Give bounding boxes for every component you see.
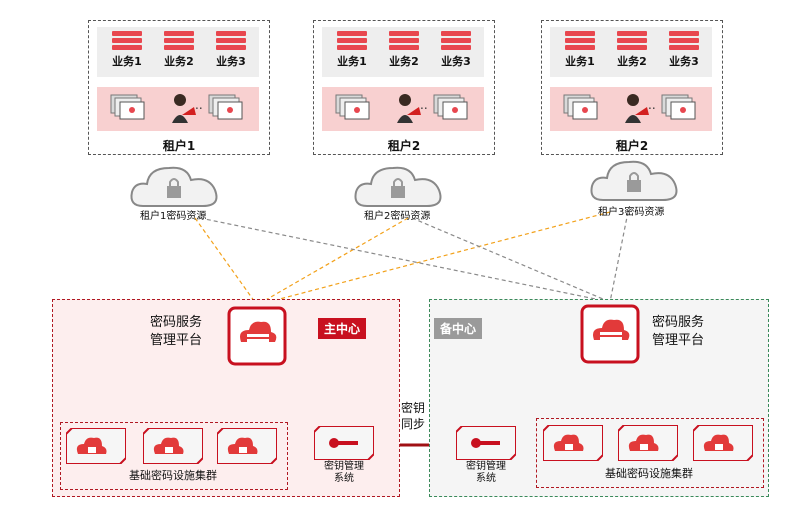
cloud-main-links [194,211,611,306]
key-sync-label: 密钥 同步 [400,401,425,431]
server-stack-icon [337,31,367,50]
users-computers-icon: .. [335,94,468,123]
business-2: 业务2 [610,27,654,69]
business-label: 业务3 [669,55,699,68]
platform-icon [580,304,640,364]
backup-cluster-box [536,418,764,488]
main-platform-label: 密码服务 管理平台 [150,315,203,348]
tenant-label: 租户1 [162,139,196,153]
business-3: 业务3 [209,27,253,69]
svg-text:..: .. [195,98,203,112]
tenant-3-box: 业务1 业务2 业务3 .. 租户2 [541,20,723,155]
tenant-1-user-row: .. [97,87,259,131]
crypto-device-icon [143,428,203,464]
cloud-label: 租户1密码资源 [140,211,207,222]
main-cluster-box [60,422,288,490]
business-3: 业务3 [662,27,706,69]
cluster-label: 基础密码设施集群 [129,469,217,482]
business-label: 业务1 [337,55,367,68]
business-label: 业务2 [617,55,647,68]
svg-text:..: .. [420,98,428,112]
cloud-label: 租户2密码资源 [364,211,431,222]
tenant-2-user-row: .. [322,87,484,131]
crypto-device-icon [217,428,277,464]
business-2: 业务2 [382,27,426,69]
business-label: 业务1 [112,55,142,68]
main-center-tag: 主中心 [318,318,367,339]
server-stack-icon [669,31,699,50]
tenant-label: 租户2 [387,139,421,153]
cloud-lock-icon [354,166,442,207]
platform-icon [227,306,287,366]
key-device-icon [314,426,374,460]
server-stack-icon [441,31,471,50]
business-label: 业务3 [441,55,471,68]
tenant-2-box: 业务1 业务2 业务3 .. 租户2 [313,20,495,155]
backup-center-tag: 备中心 [434,318,483,339]
users-computers-icon: .. [563,94,696,123]
server-stack-icon [216,31,246,50]
business-3: 业务3 [434,27,478,69]
crypto-device-icon [693,425,753,461]
business-label: 业务2 [389,55,419,68]
business-1: 业务1 [105,27,149,69]
backup-kms-label: 密钥管理 系统 [466,461,506,484]
svg-text:..: .. [648,98,656,112]
main-kms-label: 密钥管理 系统 [324,461,364,484]
business-label: 业务1 [565,55,595,68]
business-1: 业务1 [330,27,374,69]
business-2: 业务2 [157,27,201,69]
crypto-device-icon [66,428,126,464]
tenant-3-business-row: 业务1 业务2 业务3 [550,27,712,77]
server-stack-icon [164,31,194,50]
cloud-lock-icon [590,160,678,201]
tenant-label: 租户2 [615,139,649,153]
backup-platform-label: 密码服务 管理平台 [652,315,705,348]
server-stack-icon [565,31,595,50]
tenant-3-user-row: .. [550,87,712,131]
users-computers-icon: .. [110,94,243,123]
cloud-backup-links [199,211,629,303]
tenant-1-box: 业务1 业务2 业务3 .. 租户1 [88,20,270,155]
tenant-1-business-row: 业务1 业务2 业务3 [97,27,259,77]
server-stack-icon [112,31,142,50]
server-stack-icon [617,31,647,50]
crypto-device-icon [543,425,603,461]
key-device-icon [456,426,516,460]
cloud-lock-icon [130,166,218,207]
business-1: 业务1 [558,27,602,69]
business-label: 业务3 [216,55,246,68]
tenant-2-business-row: 业务1 业务2 业务3 [322,27,484,77]
cloud-label: 租户3密码资源 [598,207,665,218]
business-label: 业务2 [164,55,194,68]
crypto-device-icon [618,425,678,461]
cluster-label: 基础密码设施集群 [605,467,693,480]
server-stack-icon [389,31,419,50]
